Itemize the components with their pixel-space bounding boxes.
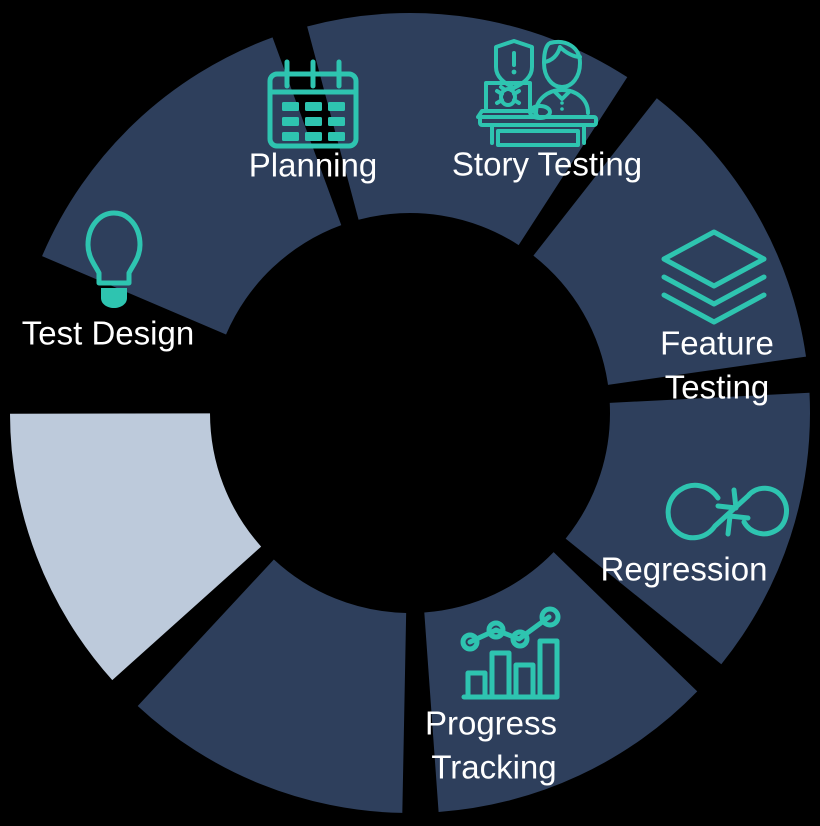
segment-label-feature-testing-line1: Feature — [660, 325, 774, 362]
segments-group — [10, 13, 811, 813]
segment-unlabeled-highlight[interactable] — [10, 413, 262, 681]
segment-label-progress-tracking-line2: Tracking — [431, 749, 556, 786]
segment-regression[interactable] — [424, 552, 698, 812]
layers-icon — [661, 229, 767, 325]
segment-label-test-design: Test Design — [22, 315, 194, 352]
segment-story-testing[interactable] — [533, 98, 807, 385]
infinity-loop-icon — [665, 482, 789, 541]
bar-chart-trend-icon — [460, 606, 561, 700]
calendar-icon — [267, 59, 359, 149]
segment-label-feature-testing-line2: Testing — [665, 369, 770, 406]
segment-planning-content[interactable]: Planning — [249, 59, 377, 184]
segment-label-planning: Planning — [249, 147, 377, 184]
segment-label-story-testing: Story Testing — [452, 146, 642, 183]
segment-planning[interactable] — [307, 13, 628, 246]
segment-test-design[interactable] — [42, 37, 342, 335]
segment-label-progress-tracking-line1: Progress — [425, 705, 557, 742]
segment-label-regression: Regression — [601, 551, 768, 588]
segment-regression-content[interactable]: Regression — [601, 482, 789, 588]
segment-test-design-content[interactable]: Test Design — [22, 210, 194, 352]
segment-feature-testing-content[interactable]: Feature Testing — [660, 229, 774, 406]
segment-feature-testing[interactable] — [565, 392, 811, 665]
segment-progress-tracking-content[interactable]: Progress Tracking — [425, 606, 561, 786]
segment-story-testing-content[interactable]: Story Testing — [452, 39, 642, 183]
developer-desk-bug-icon — [476, 39, 598, 147]
segment-progress-tracking[interactable] — [137, 559, 407, 813]
lightbulb-icon — [85, 210, 143, 308]
